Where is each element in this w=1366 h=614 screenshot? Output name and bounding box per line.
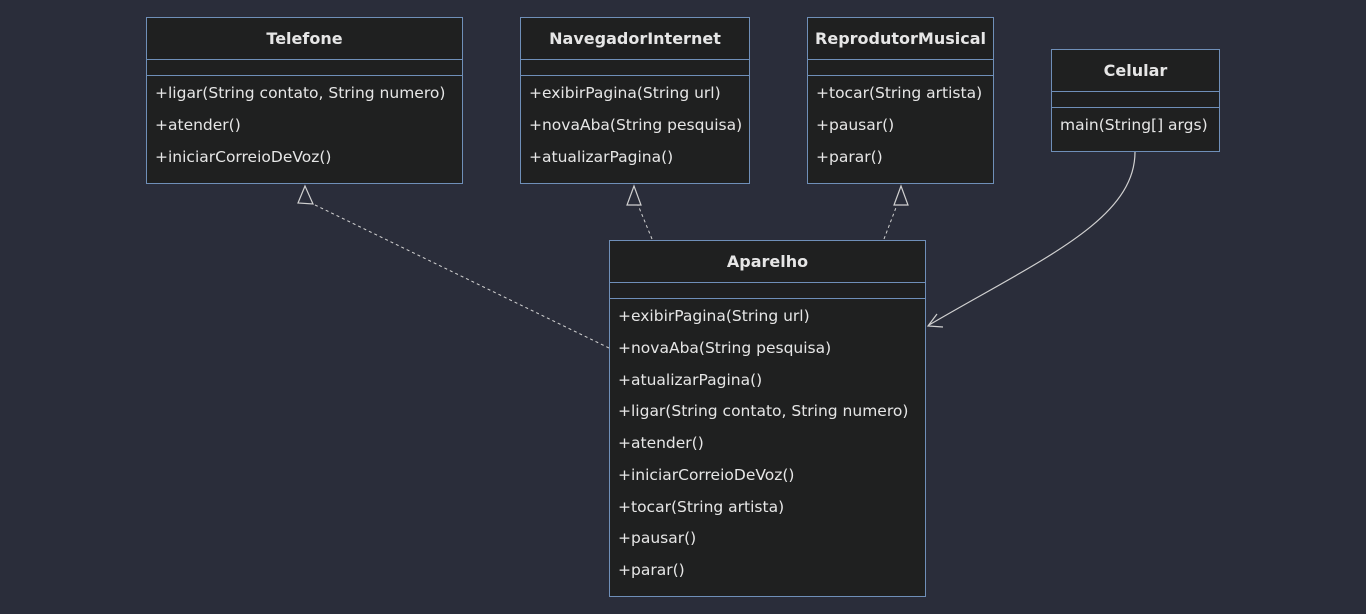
class-navegador-internet[interactable]: NavegadorInternet +exibirPagina(String u… bbox=[520, 17, 750, 184]
realization-arrowhead-reprodutor bbox=[893, 184, 909, 206]
methods-compartment: +ligar(String contato, String numero) +a… bbox=[147, 76, 462, 173]
method: +atender() bbox=[155, 115, 241, 134]
method: +parar() bbox=[618, 561, 685, 579]
methods-compartment: +exibirPagina(String url) +novaAba(Strin… bbox=[610, 299, 925, 587]
method: +ligar(String contato, String numero) bbox=[618, 402, 909, 421]
method: +atender() bbox=[618, 434, 704, 452]
method: +iniciarCorreioDeVoz() bbox=[618, 465, 795, 484]
class-name: Celular bbox=[1052, 50, 1219, 92]
class-name: Aparelho bbox=[610, 241, 925, 283]
edge-celular-aparelho bbox=[928, 151, 1136, 326]
edge-aparelho-telefone bbox=[312, 203, 610, 349]
class-celular[interactable]: Celular main(String[] args) bbox=[1051, 49, 1220, 152]
class-name: NavegadorInternet bbox=[521, 18, 749, 60]
attributes-compartment bbox=[610, 283, 925, 299]
method: main(String[] args) bbox=[1060, 116, 1208, 134]
attributes-compartment bbox=[147, 60, 462, 76]
method: +pausar() bbox=[618, 529, 697, 548]
realization-arrowhead-telefone bbox=[297, 184, 314, 205]
realization-arrowhead-navegador bbox=[626, 184, 642, 206]
method: +parar() bbox=[816, 147, 883, 166]
method: +tocar(String artista) bbox=[816, 84, 983, 102]
method: +novaAba(String pesquisa) bbox=[529, 115, 743, 134]
method: +novaAba(String pesquisa) bbox=[618, 338, 832, 357]
methods-compartment: +exibirPagina(String url) +novaAba(Strin… bbox=[521, 76, 749, 173]
class-aparelho[interactable]: Aparelho +exibirPagina(String url) +nova… bbox=[609, 240, 926, 597]
association-arrowhead-aparelho bbox=[926, 313, 944, 328]
method: +iniciarCorreioDeVoz() bbox=[155, 147, 332, 166]
attributes-compartment bbox=[808, 60, 993, 76]
methods-compartment: +tocar(String artista) +pausar() +parar(… bbox=[808, 76, 993, 173]
edge-aparelho-navegador bbox=[637, 204, 653, 240]
method: +tocar(String artista) bbox=[618, 497, 785, 516]
edge-aparelho-reprodutor bbox=[883, 204, 898, 240]
class-reprodutor-musical[interactable]: ReprodutorMusical +tocar(String artista)… bbox=[807, 17, 994, 184]
class-name: ReprodutorMusical bbox=[808, 18, 993, 60]
class-name: Telefone bbox=[147, 18, 462, 60]
attributes-compartment bbox=[521, 60, 749, 76]
class-telefone[interactable]: Telefone +ligar(String contato, String n… bbox=[146, 17, 463, 184]
method: +atualizarPagina() bbox=[618, 370, 763, 389]
methods-compartment: main(String[] args) bbox=[1052, 108, 1219, 142]
method: +pausar() bbox=[816, 115, 895, 134]
attributes-compartment bbox=[1052, 92, 1219, 108]
method: +exibirPagina(String url) bbox=[529, 84, 721, 102]
method: +ligar(String contato, String numero) bbox=[155, 84, 446, 102]
method: +exibirPagina(String url) bbox=[618, 307, 810, 325]
method: +atualizarPagina() bbox=[529, 147, 674, 166]
